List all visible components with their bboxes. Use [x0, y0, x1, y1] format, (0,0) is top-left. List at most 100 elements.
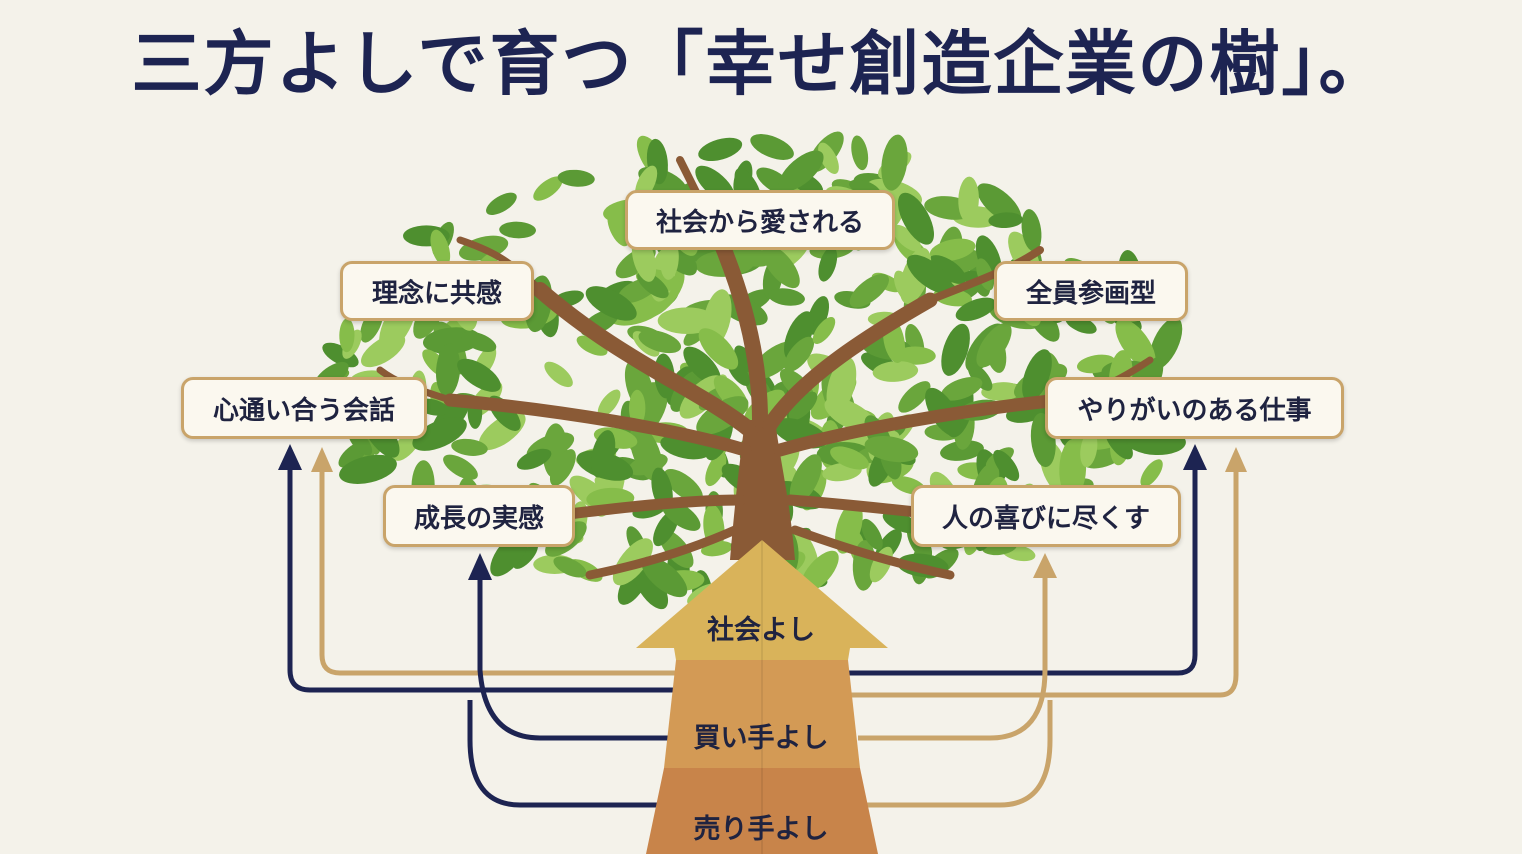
- arrowhead: [1033, 553, 1057, 578]
- leaf: [629, 389, 646, 427]
- leaf: [443, 454, 478, 480]
- leaf: [629, 424, 663, 482]
- leaf: [849, 273, 890, 308]
- leaf: [988, 212, 1023, 229]
- leaf: [967, 363, 993, 391]
- leaf: [632, 562, 669, 610]
- gold-arrow-left-outer: [319, 470, 680, 676]
- tier-social: [636, 540, 888, 660]
- label-sense-of-growth: 成長の実感: [383, 485, 575, 547]
- leaf: [882, 511, 919, 534]
- tier-label-social: 社会よし: [707, 615, 815, 646]
- leaf: [435, 343, 461, 397]
- leaf: [929, 238, 976, 262]
- leaf: [513, 541, 538, 569]
- leaf: [457, 358, 501, 392]
- arrowhead: [468, 553, 492, 580]
- leaf: [818, 246, 838, 282]
- navy-arrow-right-outer: [848, 465, 1198, 676]
- branch: [443, 393, 752, 457]
- leaf: [789, 454, 822, 504]
- label-heartfelt-conversation: 心通い合う会話: [181, 377, 427, 439]
- leaf: [339, 318, 355, 353]
- leaf: [897, 192, 935, 245]
- leaf: [895, 346, 936, 365]
- leaf: [1140, 459, 1163, 487]
- gold-arrow-right-inner: [858, 575, 1048, 741]
- leaf: [762, 245, 800, 289]
- leaf: [976, 323, 1012, 368]
- leaf: [993, 449, 1020, 482]
- leaf: [955, 297, 996, 322]
- branch: [712, 232, 768, 428]
- branch: [790, 525, 955, 580]
- leaf: [940, 440, 984, 461]
- trunk: [730, 420, 795, 560]
- leaf: [1059, 438, 1087, 499]
- leaf: [835, 501, 863, 554]
- arrow-heads: [278, 444, 1247, 580]
- leaf: [784, 311, 814, 361]
- leaf: [1149, 317, 1183, 370]
- leaf: [861, 518, 883, 550]
- branch: [585, 525, 740, 580]
- leaf: [638, 330, 682, 354]
- label-loved-by-society: 社会から愛される: [625, 190, 895, 250]
- leaf: [872, 361, 919, 382]
- leaf: [929, 255, 967, 284]
- leaf: [778, 150, 824, 192]
- gold-arrow-right-bottom: [865, 700, 1053, 808]
- tier-label-buyer: 買い手よし: [693, 723, 829, 754]
- leaf: [830, 446, 869, 470]
- three-tier-arrow: [636, 540, 888, 854]
- leaf: [941, 376, 983, 401]
- leaf: [663, 469, 703, 503]
- branch: [926, 246, 1044, 304]
- page-title: 三方よしで育つ「幸せ創造企業の樹」。: [131, 23, 1391, 105]
- navy-arrow-left-inner: [477, 580, 680, 741]
- leaf: [731, 247, 772, 267]
- leaf: [549, 449, 576, 486]
- leaf: [750, 134, 794, 160]
- leaf: [590, 430, 616, 478]
- leaf: [881, 134, 908, 191]
- leaf: [597, 389, 621, 417]
- leaf: [698, 328, 739, 370]
- leaf: [516, 448, 552, 470]
- leaf: [1021, 209, 1042, 252]
- leaf: [898, 381, 931, 413]
- leaf: [941, 323, 970, 376]
- navy-arrow-left-bottom: [467, 700, 680, 808]
- branch: [532, 282, 758, 438]
- gold-arrow-right-outer: [848, 470, 1239, 698]
- tier-buyer: [664, 660, 860, 768]
- leaf: [412, 417, 467, 451]
- leaf: [788, 391, 818, 421]
- leaf: [499, 221, 536, 239]
- leaf: [544, 361, 573, 388]
- leaf: [892, 224, 922, 252]
- leaf: [698, 137, 743, 162]
- leaf: [818, 142, 839, 175]
- leaf: [657, 307, 717, 335]
- leaf: [1115, 318, 1156, 369]
- navy-arrow-left-outer: [287, 465, 681, 693]
- label-rewarding-work: やりがいのある仕事: [1045, 377, 1344, 439]
- leaf: [486, 192, 517, 215]
- leaf: [339, 454, 397, 484]
- leaf: [360, 333, 406, 368]
- leaf: [1022, 349, 1052, 402]
- leaf: [533, 176, 563, 201]
- leaf: [851, 135, 869, 171]
- arrowhead: [1225, 447, 1247, 472]
- leaf: [906, 254, 953, 294]
- arrowhead: [1183, 444, 1207, 470]
- leaf: [576, 335, 608, 356]
- leaf: [451, 438, 488, 456]
- label-empathy-with-philosophy: 理念に共感: [340, 261, 534, 321]
- leaf: [784, 336, 815, 373]
- leaf: [826, 356, 857, 415]
- leaf: [705, 452, 727, 487]
- branch: [773, 393, 1067, 457]
